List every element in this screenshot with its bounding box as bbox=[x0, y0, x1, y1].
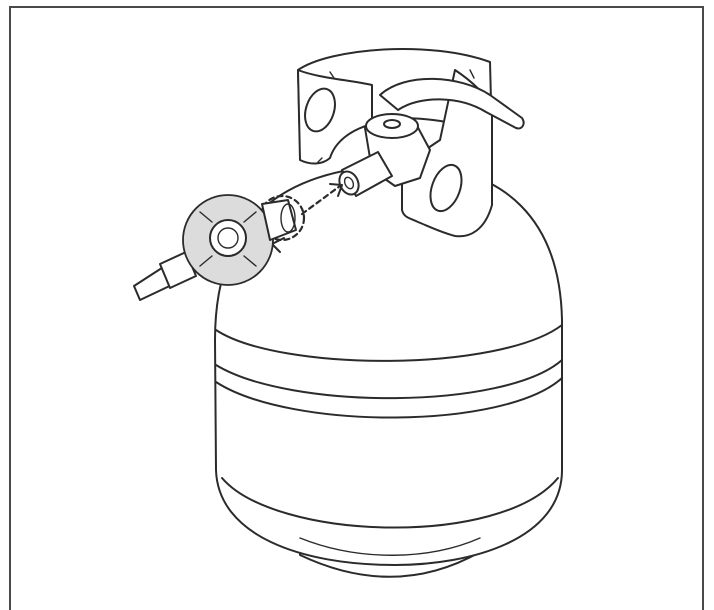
valve-handwheel-hub bbox=[384, 120, 400, 128]
regulator-center-ring bbox=[210, 220, 246, 256]
